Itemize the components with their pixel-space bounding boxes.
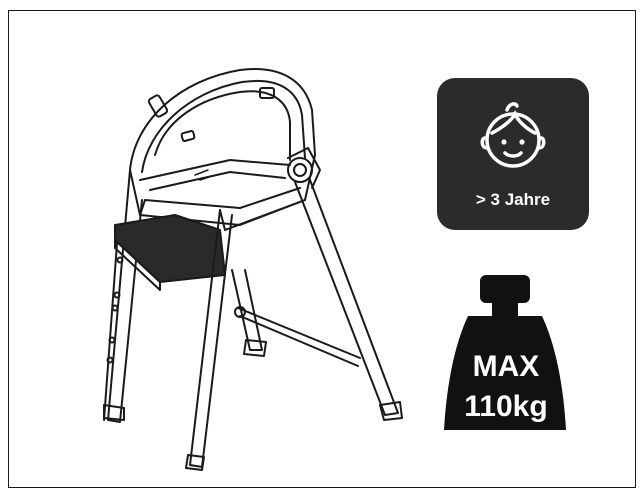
weight-max-label: MAX bbox=[472, 350, 540, 383]
child-face-icon bbox=[480, 102, 546, 168]
weight-value-label: 110kg bbox=[464, 390, 548, 423]
age-badge: > 3 Jahre bbox=[437, 78, 589, 230]
weight-icon bbox=[444, 275, 566, 430]
high-chair-illustration bbox=[103, 68, 403, 471]
age-label: > 3 Jahre bbox=[475, 190, 551, 209]
